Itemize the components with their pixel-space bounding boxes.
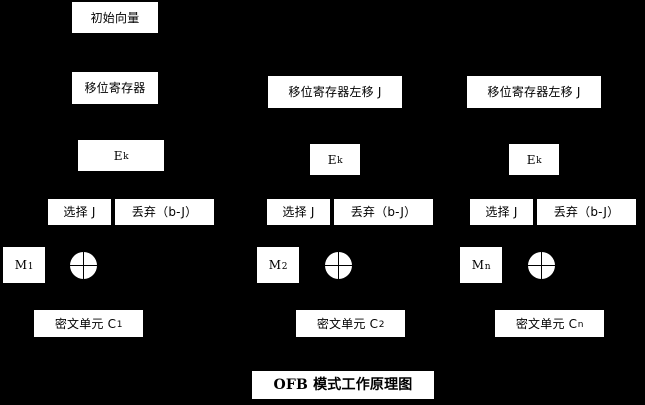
select-label-3: 选择 J	[485, 205, 518, 219]
xor-horizontal-line-3	[528, 265, 555, 266]
xor-horizontal-line-2	[325, 265, 352, 266]
shift-register-label-1: 移位寄存器	[84, 81, 146, 95]
select-box-1: 选择 J	[48, 199, 111, 225]
message-subscript-3: n	[484, 261, 491, 272]
shift-register-box-1: 移位寄存器	[72, 72, 158, 104]
message-subscript-1: 1	[27, 261, 34, 272]
initial-vector-label: 初始向量	[90, 10, 140, 25]
encrypt-subscript-3: k	[536, 156, 542, 166]
discard-box-1: 丢弃（b-J）	[115, 199, 214, 225]
select-label-1: 选择 J	[63, 205, 96, 219]
xor-horizontal-line-1	[70, 265, 97, 266]
cipher-label-2: 密文单元 C	[316, 316, 379, 331]
discard-label-2: 丢弃（b-J）	[350, 205, 417, 219]
select-box-2: 选择 J	[267, 199, 330, 225]
message-label-2: M	[268, 258, 282, 272]
xor-icon-3	[528, 252, 555, 279]
shift-register-box-3: 移位寄存器左移 J	[467, 76, 601, 108]
cipher-subscript-3: n	[577, 320, 584, 330]
message-label-3: M	[471, 258, 485, 272]
shift-register-label-2: 移位寄存器左移 J	[288, 85, 382, 99]
shift-register-label-3: 移位寄存器左移 J	[487, 85, 581, 99]
initial-vector-box-1: 初始向量	[72, 2, 158, 33]
encrypt-label-2: E	[327, 152, 337, 167]
select-box-3: 选择 J	[470, 199, 533, 225]
discard-box-3: 丢弃（b-J）	[537, 199, 636, 225]
discard-box-2: 丢弃（b-J）	[334, 199, 433, 225]
discard-label-3: 丢弃（b-J）	[553, 205, 620, 219]
message-label-1: M	[14, 258, 28, 272]
encrypt-subscript-1: k	[123, 152, 129, 162]
diagram-title-box: OFB 模式工作原理图	[252, 371, 434, 399]
discard-label-1: 丢弃（b-J）	[131, 205, 198, 219]
cipher-label-3: 密文单元 C	[515, 316, 578, 331]
message-subscript-2: 2	[281, 261, 288, 272]
diagram-title-label: OFB 模式工作原理图	[273, 377, 413, 393]
cipher-subscript-1: 1	[116, 320, 123, 330]
encrypt-label-3: E	[526, 152, 536, 167]
xor-icon-1	[70, 252, 97, 279]
encrypt-label-1: E	[113, 148, 123, 163]
encrypt-subscript-2: k	[337, 156, 343, 166]
shift-register-box-2: 移位寄存器左移 J	[268, 76, 402, 108]
select-label-2: 选择 J	[282, 205, 315, 219]
cipher-label-1: 密文单元 C	[54, 316, 117, 331]
xor-icon-2	[325, 252, 352, 279]
cipher-subscript-2: 2	[378, 320, 385, 330]
